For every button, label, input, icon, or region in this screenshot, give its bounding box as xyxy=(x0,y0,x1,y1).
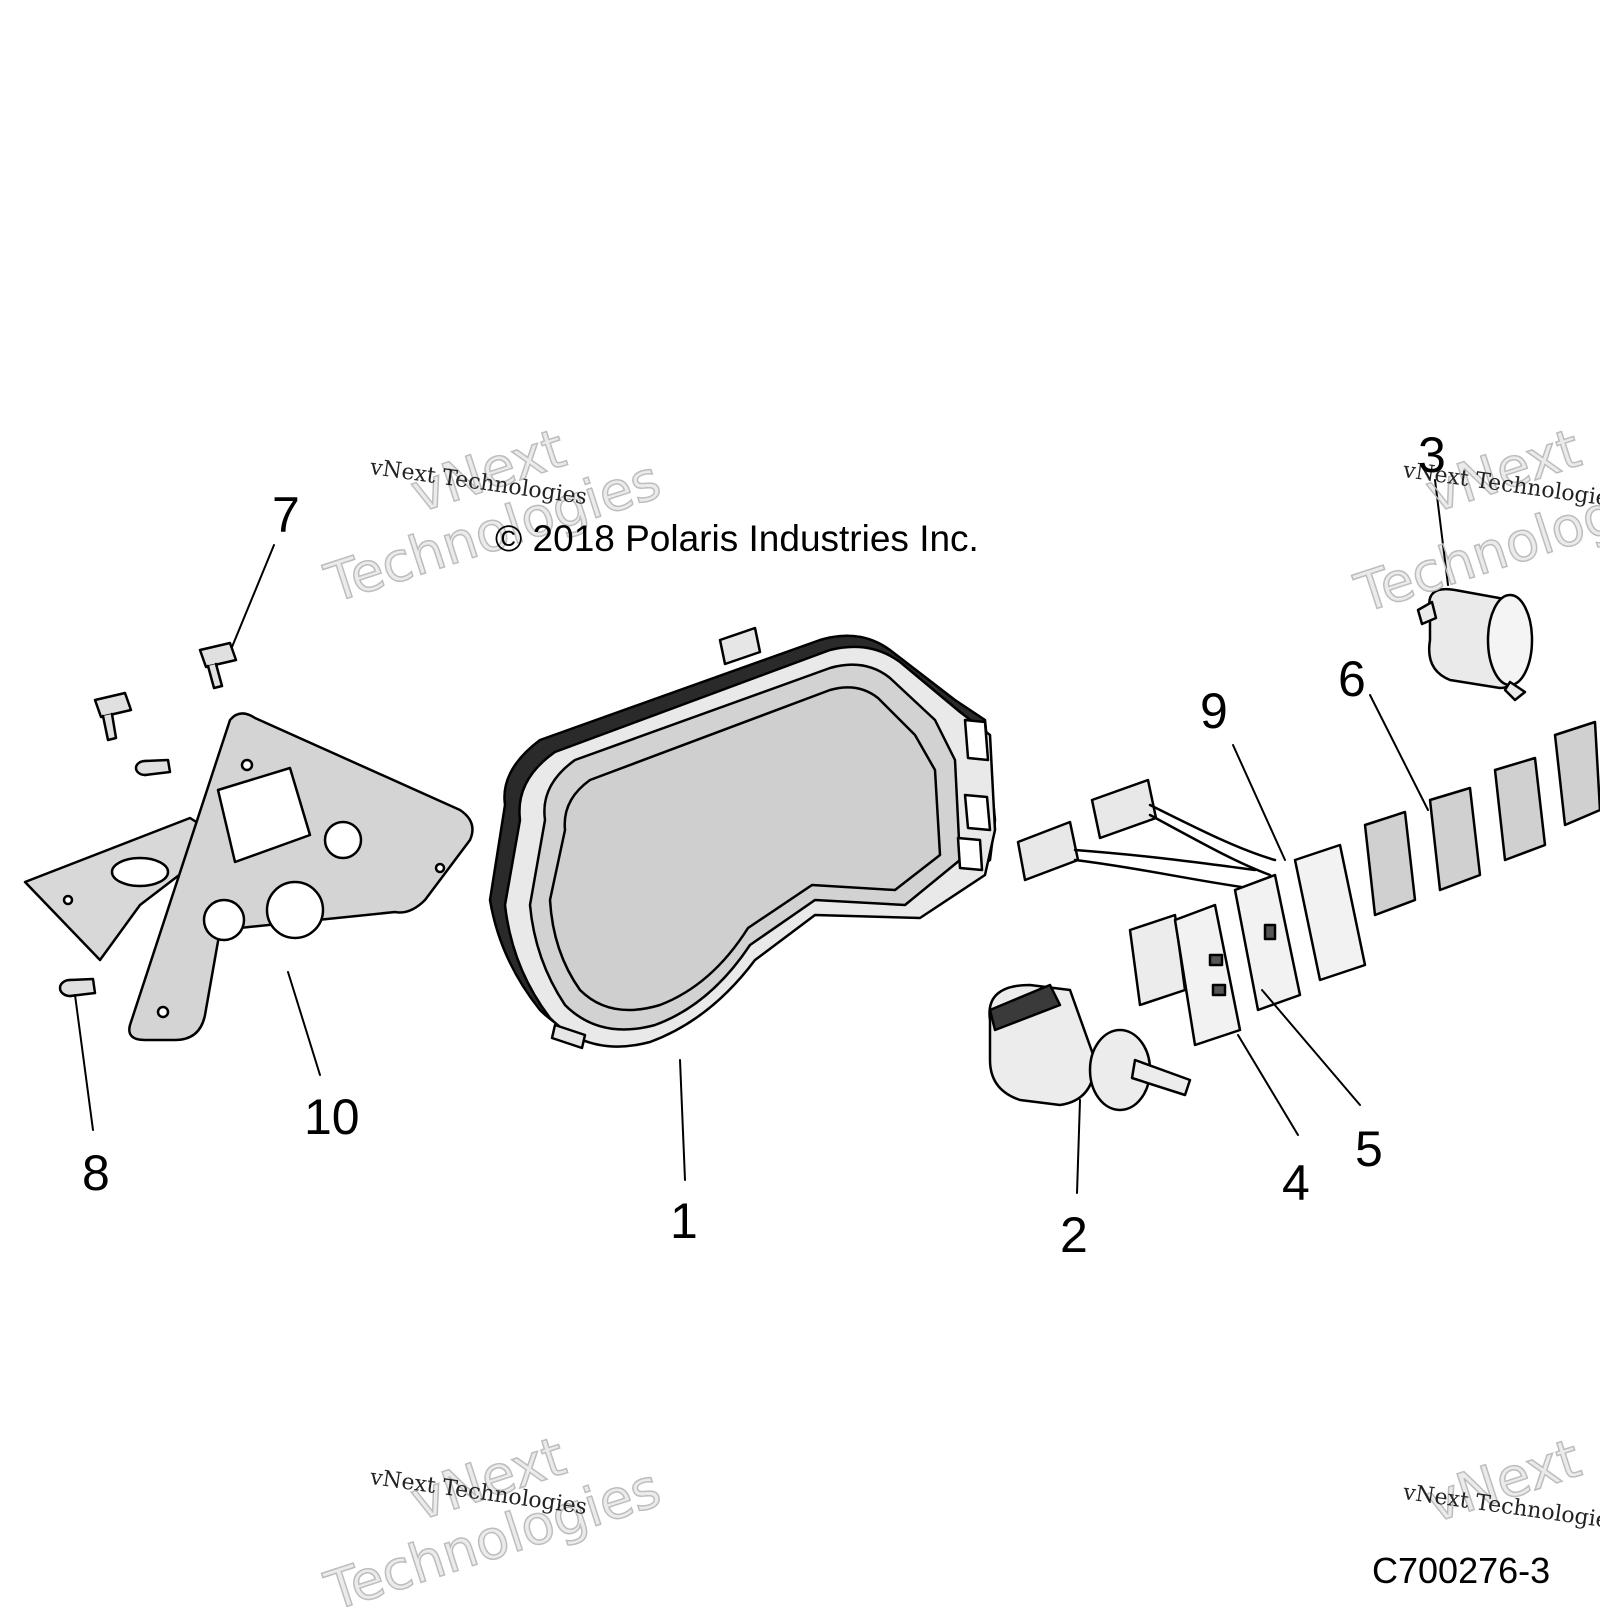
callout-7: 7 xyxy=(272,487,300,543)
callout-2: 2 xyxy=(1060,1207,1088,1263)
callout-8: 8 xyxy=(82,1145,110,1201)
callout-1: 1 xyxy=(670,1193,698,1249)
callout-6: 6 xyxy=(1338,651,1366,707)
switch-covers-part-6 xyxy=(1363,720,1600,917)
instrument-cluster-part-1 xyxy=(488,626,997,1050)
power-outlet-part-3 xyxy=(1416,587,1534,702)
callout-9: 9 xyxy=(1200,683,1228,739)
mounting-bracket-part-10 xyxy=(23,712,474,1042)
bolt-part-7 xyxy=(93,641,238,742)
leader-lines xyxy=(74,479,1449,1194)
drawing-id: C700276-3 xyxy=(1372,1550,1551,1591)
copyright-notice: © 2018 Polaris Industries Inc. xyxy=(495,518,979,559)
rocker-switches-part-4-5 xyxy=(1128,843,1367,1047)
callout-10: 10 xyxy=(304,1089,360,1145)
callout-5: 5 xyxy=(1355,1121,1383,1177)
callout-3: 3 xyxy=(1418,427,1446,483)
ignition-switch-part-2 xyxy=(988,983,1192,1112)
wiring-harness-part-9 xyxy=(1016,778,1277,890)
callout-4: 4 xyxy=(1282,1155,1310,1211)
fastener-part-8 xyxy=(58,758,172,998)
